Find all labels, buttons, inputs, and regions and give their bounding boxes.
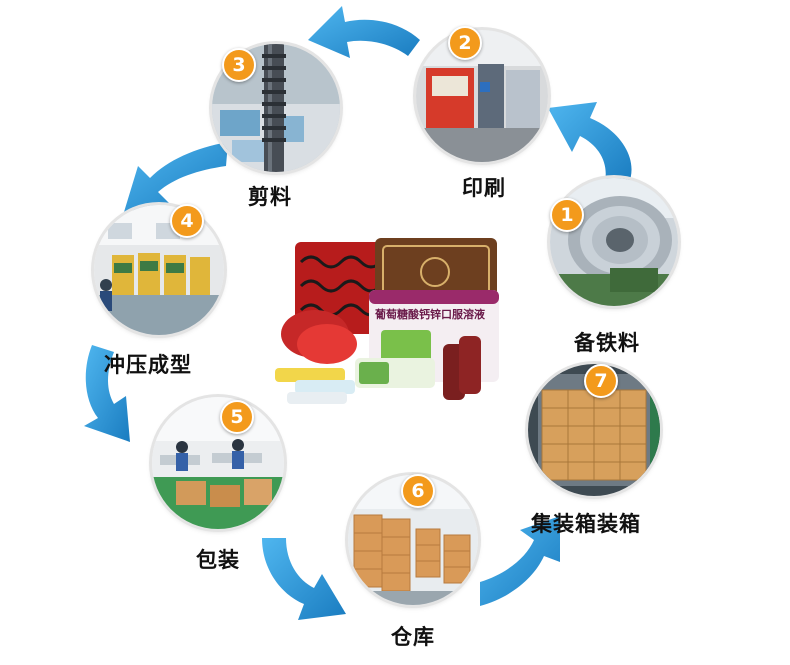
step-label: 仓库	[391, 625, 435, 649]
step-label: 包装	[196, 548, 240, 572]
step-number-badge: 5	[220, 400, 254, 434]
steel-coil-photo	[550, 178, 678, 306]
warehouse-boxes-photo	[348, 475, 478, 605]
arrow-4-to-5	[84, 345, 130, 442]
step-number-badge: 3	[222, 48, 256, 82]
tin-boxes-product-photo: 葡萄糖酸钙锌口服溶液	[265, 232, 505, 417]
step-number-badge: 1	[550, 198, 584, 232]
step-number-badge: 7	[584, 364, 618, 398]
arrow-1-to-2	[548, 102, 632, 185]
step-label: 印刷	[462, 176, 506, 200]
step-number-badge: 2	[448, 26, 482, 60]
step-number-badge: 6	[401, 474, 435, 508]
printing-machine-photo	[416, 30, 548, 162]
arrow-6-to-7	[480, 516, 560, 606]
step-label: 备铁料	[574, 331, 640, 355]
packing-workshop-photo	[152, 397, 284, 529]
arrow-3-to-4	[124, 142, 228, 212]
step-label: 冲压成型	[104, 353, 192, 377]
arrow-2-to-3	[308, 6, 420, 58]
tin-label-text: 葡萄糖酸钙锌口服溶液	[374, 307, 486, 321]
stamping-press-photo	[94, 205, 224, 335]
step-number-badge: 4	[170, 204, 204, 238]
step-label: 剪料	[248, 185, 292, 209]
arrow-5-to-6	[262, 538, 346, 620]
step-label: 集装箱装箱	[531, 512, 641, 536]
